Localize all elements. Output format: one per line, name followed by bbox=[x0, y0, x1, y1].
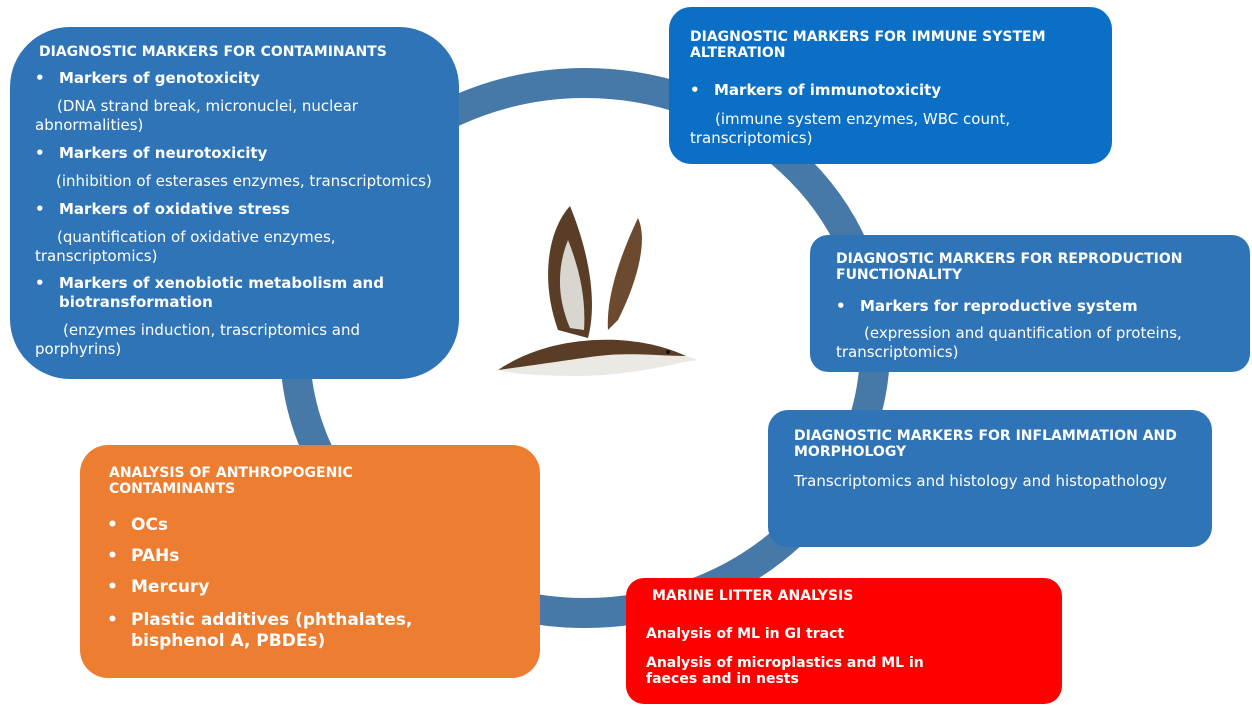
inflammation-text: Transcriptomics and histology and histop… bbox=[794, 472, 1168, 490]
xenobiotic-head: Markers of xenobiotic metabolism and bio… bbox=[59, 274, 384, 311]
bullet: • bbox=[35, 200, 45, 218]
oxidative-stress-head: Markers of oxidative stress bbox=[59, 200, 290, 218]
bullet: • bbox=[35, 144, 45, 162]
ocs-text: OCs bbox=[131, 515, 169, 535]
reproduction-markers-box: DIAGNOSTIC MARKERS FOR REPRODUCTION FUNC… bbox=[810, 235, 1250, 372]
inflammation-title: DIAGNOSTIC MARKERS FOR INFLAMMATION AND … bbox=[794, 428, 1177, 460]
oxidative-stress-item: • Markers of oxidative stress bbox=[35, 200, 445, 219]
immune-title: DIAGNOSTIC MARKERS FOR IMMUNE SYSTEM ALT… bbox=[690, 29, 1046, 61]
immunotoxicity-item: • Markers of immunotoxicity bbox=[690, 81, 1090, 100]
reproductive-system-head: Markers for reproductive system bbox=[860, 297, 1138, 315]
bullet: • bbox=[107, 546, 118, 566]
seabird-illustration bbox=[498, 206, 698, 376]
mercury-text: Mercury bbox=[131, 577, 210, 597]
genotoxicity-detail: (DNA strand break, micronuclei, nuclear … bbox=[35, 97, 358, 134]
bullet: • bbox=[690, 81, 700, 99]
bullet: • bbox=[107, 610, 118, 630]
xenobiotic-detail: (enzymes induction, trascriptomics and p… bbox=[35, 321, 361, 358]
oxidative-stress-detail: (quantification of oxidative enzymes, tr… bbox=[35, 228, 336, 265]
bullet: • bbox=[35, 69, 45, 87]
anthropogenic-title: ANALYSIS OF ANTHROPOGENIC CONTAMINANTS bbox=[109, 465, 353, 497]
marine-litter-box: MARINE LITTER ANALYSIS Analysis of ML in… bbox=[626, 578, 1062, 704]
pahs-text: PAHs bbox=[131, 546, 180, 566]
pahs-item: • PAHs bbox=[107, 546, 527, 567]
immune-markers-box: DIAGNOSTIC MARKERS FOR IMMUNE SYSTEM ALT… bbox=[669, 7, 1112, 164]
genotoxicity-item: • Markers of genotoxicity bbox=[35, 69, 445, 88]
immunotoxicity-head: Markers of immunotoxicity bbox=[714, 81, 942, 99]
reproduction-title: DIAGNOSTIC MARKERS FOR REPRODUCTION FUNC… bbox=[836, 251, 1183, 283]
neurotoxicity-head: Markers of neurotoxicity bbox=[59, 144, 268, 162]
neurotoxicity-detail: (inhibition of esterases enzymes, transc… bbox=[56, 172, 432, 190]
mercury-item: • Mercury bbox=[107, 577, 527, 598]
genotoxicity-head: Markers of genotoxicity bbox=[59, 69, 260, 87]
anthropogenic-contaminants-box: ANALYSIS OF ANTHROPOGENIC CONTAMINANTS •… bbox=[80, 445, 540, 678]
bullet: • bbox=[107, 515, 118, 535]
plastic-additives-item: • Plastic additives (phthalates, bisphen… bbox=[107, 610, 467, 652]
marine-litter-title: MARINE LITTER ANALYSIS bbox=[652, 588, 854, 604]
plastic-additives-text: Plastic additives (phthalates, bisphenol… bbox=[131, 610, 413, 651]
contaminants-title: DIAGNOSTIC MARKERS FOR CONTAMINANTS bbox=[39, 44, 387, 60]
bullet: • bbox=[836, 297, 846, 315]
ml-gi-tract-line: Analysis of ML in GI tract bbox=[646, 626, 845, 642]
immunotoxicity-detail: (immune system enzymes, WBC count, trans… bbox=[690, 110, 1011, 147]
inflammation-markers-box: DIAGNOSTIC MARKERS FOR INFLAMMATION AND … bbox=[768, 410, 1212, 547]
xenobiotic-item: • Markers of xenobiotic metabolism and b… bbox=[35, 274, 435, 312]
ocs-item: • OCs bbox=[107, 515, 527, 536]
reproductive-system-detail: (expression and quantification of protei… bbox=[836, 324, 1182, 361]
neurotoxicity-item: • Markers of neurotoxicity bbox=[35, 144, 445, 163]
microplastics-line: Analysis of microplastics and ML in faec… bbox=[646, 655, 924, 687]
bullet: • bbox=[35, 274, 45, 292]
contaminants-markers-box: DIAGNOSTIC MARKERS FOR CONTAMINANTS • Ma… bbox=[10, 27, 459, 379]
bullet: • bbox=[107, 577, 118, 597]
reproductive-system-item: • Markers for reproductive system bbox=[836, 297, 1236, 316]
